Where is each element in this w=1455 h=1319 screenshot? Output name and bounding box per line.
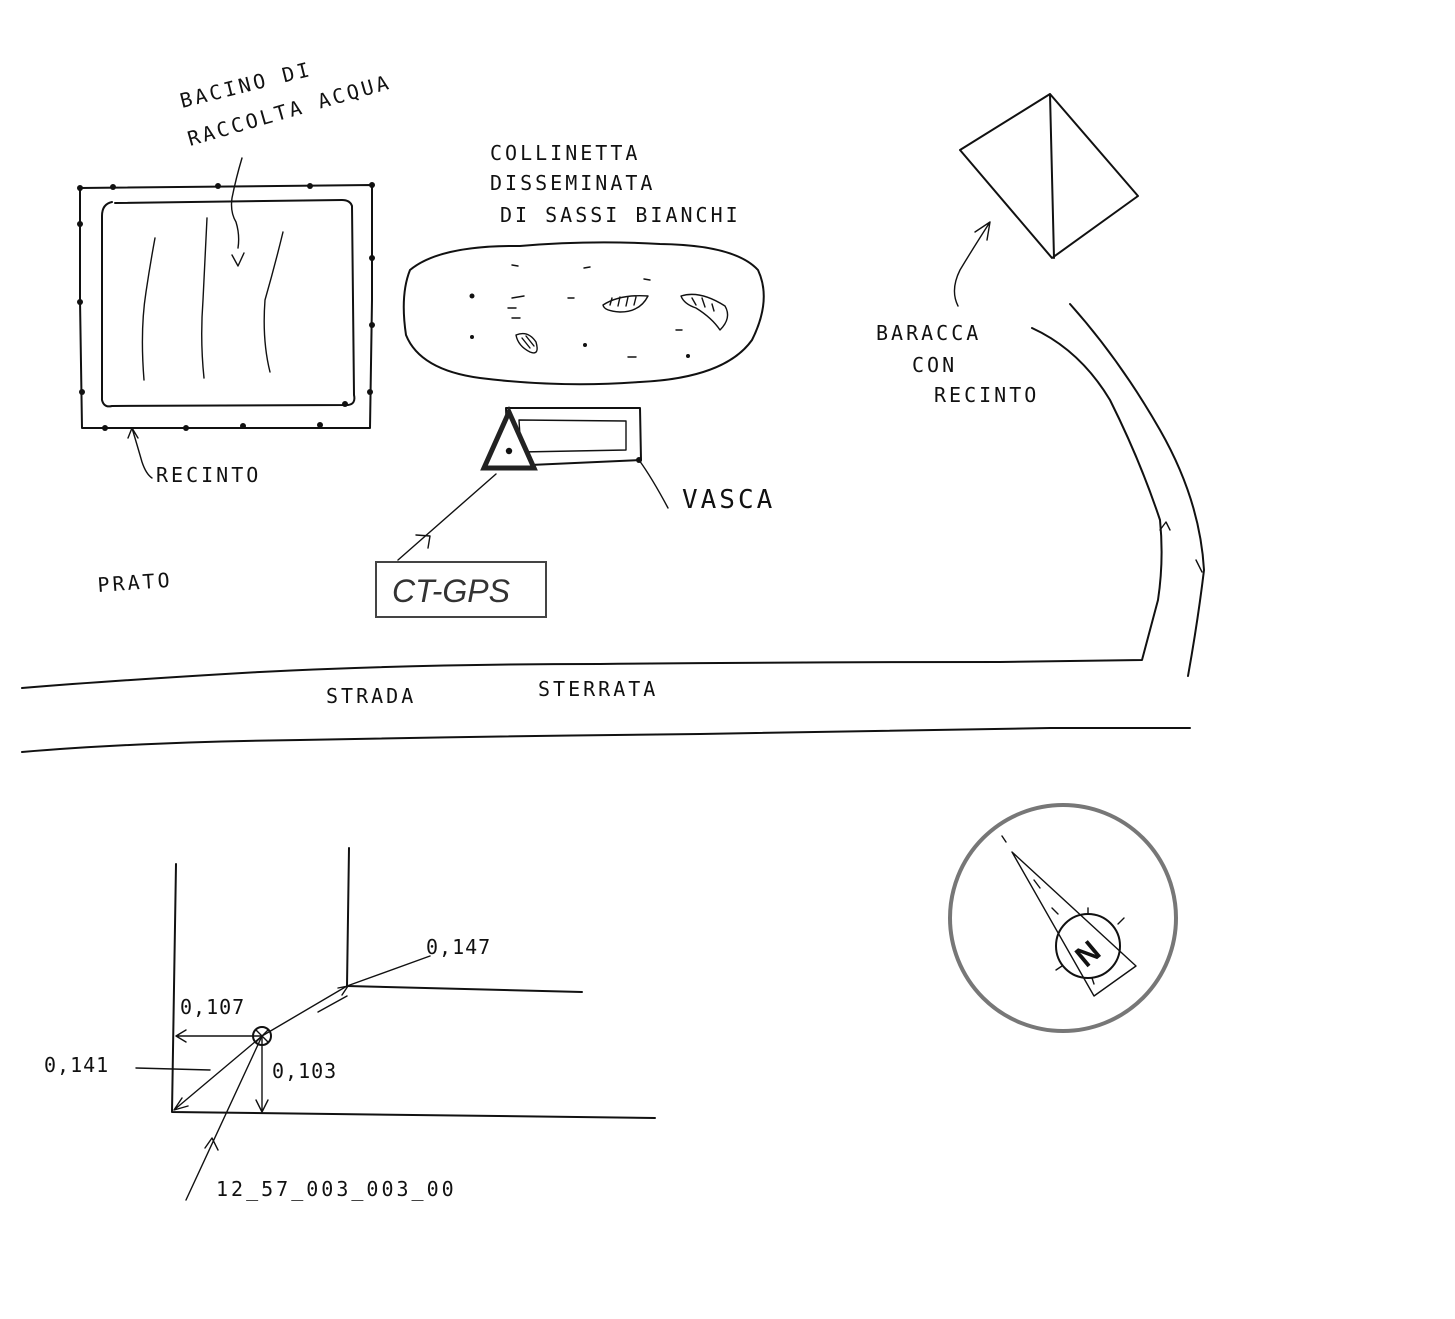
water-basin-group	[77, 157, 375, 479]
compass-needle	[1001, 835, 1137, 997]
water-wave	[201, 217, 208, 379]
gps-pointer-line	[397, 473, 497, 561]
basin-fence	[79, 184, 373, 429]
measure-line-0147	[261, 955, 431, 1037]
compass-ring	[948, 803, 1178, 1033]
tank-pointer	[638, 459, 669, 509]
measure-line-0141	[135, 1035, 263, 1111]
hill-label-line2: DISSEMINATA	[490, 171, 655, 195]
compass-north-letter: N	[1069, 935, 1107, 974]
basin-pointer-arrow	[230, 157, 245, 267]
road-edge-upper	[21, 327, 1163, 689]
measure-label-0107: 0,107	[180, 995, 245, 1019]
gps-triangle-symbol	[480, 405, 538, 471]
tank-label: VASCA	[682, 485, 775, 515]
shack-pointer	[953, 221, 991, 307]
survey-point-id: 12_57_003_003_00	[216, 1177, 457, 1201]
shack-group	[953, 93, 1139, 307]
stony-hill	[402, 241, 765, 386]
hill-label-line1: COLLINETTA	[490, 141, 640, 165]
side-road-edge	[1069, 303, 1205, 677]
white-stones	[469, 264, 729, 358]
measure-label-0103: 0,103	[272, 1059, 337, 1083]
dirt-road	[21, 303, 1205, 753]
measure-line-0103	[255, 1035, 269, 1113]
gps-marker: CT-GPS	[375, 405, 547, 618]
measure-label-0141: 0,141	[44, 1053, 109, 1077]
compass: N	[948, 803, 1178, 1033]
stony-hill-group	[402, 241, 765, 386]
water-wave	[263, 231, 284, 373]
shack-label-line1: BARACCA	[876, 321, 981, 345]
shack-label-line2: CON	[912, 353, 957, 377]
wall-left	[171, 863, 656, 1119]
shack	[959, 93, 1139, 259]
shack-label-line3: RECINTO	[934, 383, 1039, 407]
tank-inner	[518, 419, 627, 453]
gps-label: CT-GPS	[392, 573, 510, 609]
wall-inner	[346, 847, 583, 993]
water-basin	[101, 199, 356, 408]
fence-posts	[77, 182, 375, 431]
gps-label-box	[375, 561, 547, 618]
measure-line-0107	[175, 1029, 263, 1043]
meadow-label: PRATO	[97, 568, 174, 597]
water-wave	[141, 237, 156, 381]
road-edge-lower	[21, 727, 1191, 753]
fence-label: RECINTO	[156, 463, 261, 487]
point-id-pointer	[185, 1035, 263, 1201]
measure-label-0147: 0,147	[426, 935, 491, 959]
road-label-sterrata: STERRATA	[538, 677, 658, 701]
fence-pointer-arrow	[127, 427, 153, 479]
road-label-strada: STRADA	[326, 684, 416, 708]
measurement-detail	[135, 847, 656, 1201]
hill-label-line3: DI SASSI BIANCHI	[500, 203, 741, 227]
